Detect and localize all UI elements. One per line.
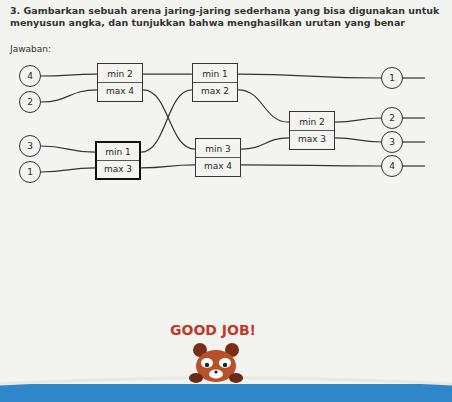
node-text: min 1 (97, 144, 139, 161)
network-wire (41, 74, 97, 76)
question-text: 3. Gambarkan sebuah arena jaring-jaring … (10, 5, 440, 30)
network-wire (141, 90, 192, 152)
comparator-box: min 2max 4 (97, 63, 143, 102)
node-text: min 2 (290, 114, 334, 131)
red-panda-sticker (189, 343, 243, 383)
number-circle: 2 (381, 107, 403, 129)
node-text: 2 (27, 97, 33, 107)
node-text: 3 (27, 141, 33, 151)
node-text: 4 (389, 161, 395, 171)
number-circle: 2 (19, 91, 41, 113)
output-tail (403, 165, 425, 166)
number-circle: 4 (381, 155, 403, 177)
number-circle: 4 (19, 65, 41, 87)
number-circle: 1 (19, 161, 41, 183)
comparator-box: min 3max 4 (195, 138, 241, 177)
network-wire (41, 146, 95, 152)
node-text: max 4 (196, 158, 240, 174)
answer-label: Jawaban: (10, 44, 51, 54)
node-text: 1 (27, 167, 33, 177)
node-text: min 1 (193, 66, 237, 83)
network-wire (41, 90, 97, 102)
node-text: 1 (389, 73, 395, 83)
network-wire (335, 138, 381, 142)
comparator-box: min 1max 3 (95, 141, 141, 180)
number-circle: 3 (381, 131, 403, 153)
node-text: max 2 (193, 83, 237, 99)
network-wire (41, 168, 95, 172)
output-tail (403, 77, 425, 78)
network-wire (143, 90, 195, 149)
sticker-text: GOOD JOB! (170, 322, 256, 338)
node-text: min 3 (196, 141, 240, 158)
network-wire (238, 90, 289, 122)
node-text: max 4 (98, 83, 142, 99)
comparator-box: min 1max 2 (192, 63, 238, 102)
network-wire (241, 138, 289, 149)
output-tail (403, 141, 425, 142)
network-wire (143, 74, 192, 75)
number-circle: 1 (381, 67, 403, 89)
node-text: 3 (389, 137, 395, 147)
node-text: max 3 (97, 161, 139, 177)
bottom-band (0, 384, 452, 402)
network-wire (238, 74, 381, 78)
output-tail (403, 117, 425, 118)
node-text: min 2 (98, 66, 142, 83)
node-text: 2 (389, 113, 395, 123)
node-text: 4 (27, 71, 33, 81)
node-text: max 3 (290, 131, 334, 147)
network-wire (241, 165, 381, 166)
network-wire (141, 165, 195, 168)
comparator-box: min 2max 3 (289, 111, 335, 150)
number-circle: 3 (19, 135, 41, 157)
network-wire (335, 118, 381, 122)
